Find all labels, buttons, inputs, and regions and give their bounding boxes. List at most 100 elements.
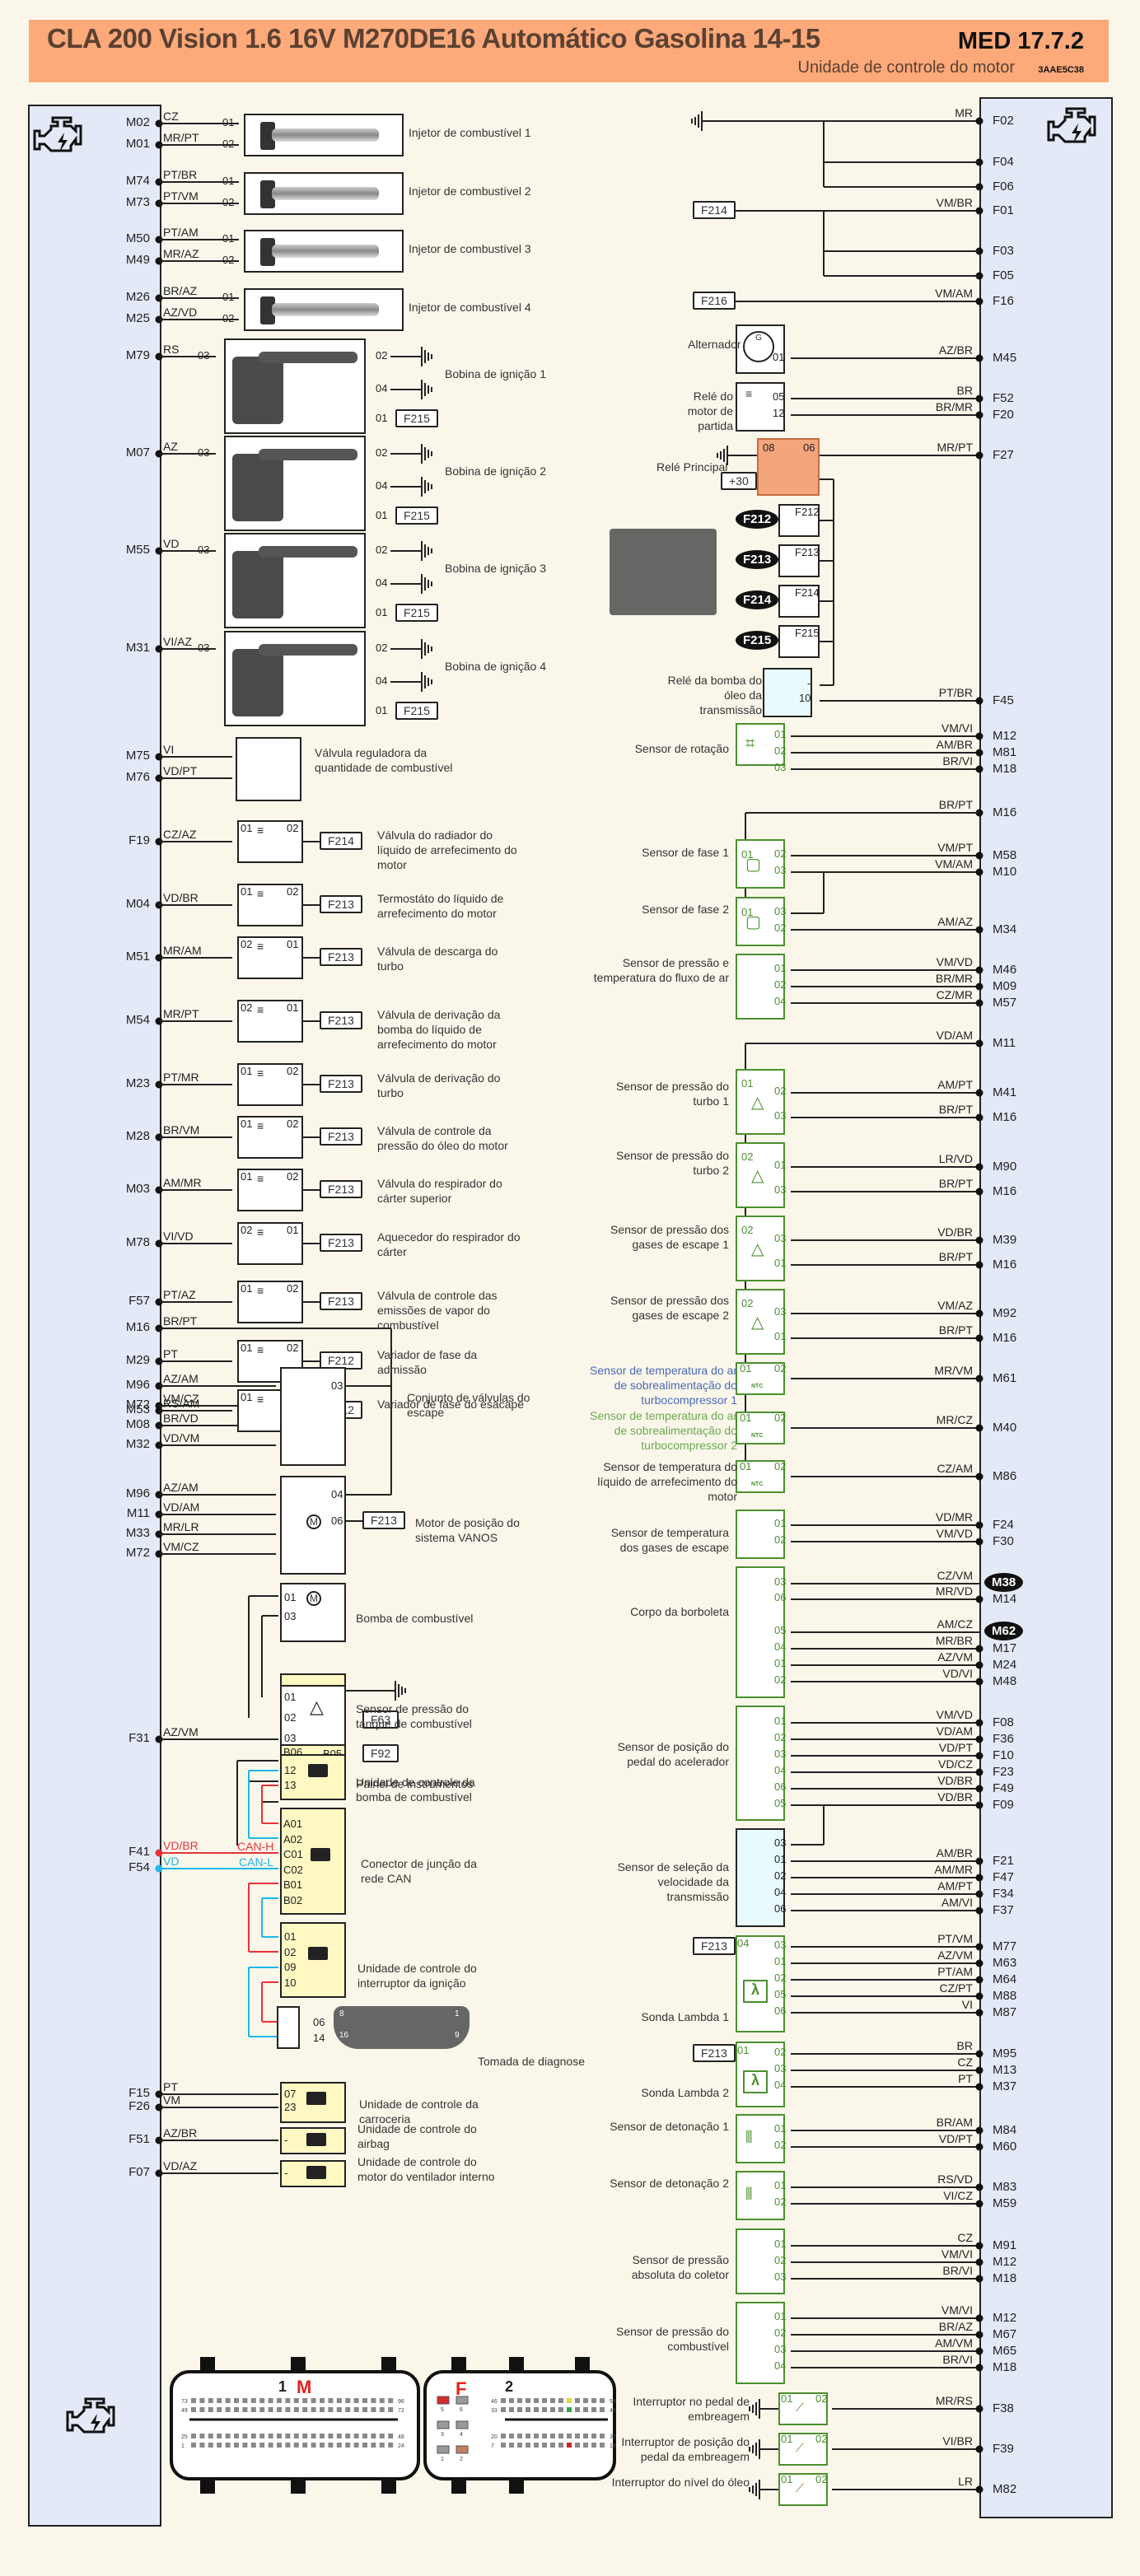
connector-pin (217, 2443, 222, 2448)
power-pin (456, 2396, 469, 2405)
solenoid-label: Válvula de derivação do turbo (377, 1071, 501, 1099)
ecu-pin-label: M64 (993, 1972, 1017, 1986)
wire-color-label: VI/VD (163, 1230, 194, 1243)
pin-number: 02 (287, 1342, 299, 1354)
ecu-pin-label: M23 (125, 1076, 150, 1090)
chip-icon (306, 2133, 326, 2146)
terminal-dot (975, 1959, 983, 1967)
fuse-tag: F92 (362, 1744, 399, 1762)
pin-number: 03 (774, 1109, 787, 1122)
connector-pin (311, 2398, 316, 2403)
connector-pin (250, 2398, 256, 2403)
wire-color-label: PT/AM (937, 1965, 973, 1978)
rpm-sensor-label: Sensor de rotação (634, 742, 729, 755)
pin-number: 03 (774, 1748, 787, 1760)
ecu-pin-label: F45 (993, 693, 1014, 707)
pin-number: 02 (774, 1673, 787, 1686)
pin-number: 03 (774, 2343, 787, 2355)
pin-number: 02 (241, 938, 253, 950)
wire-color-label: BR/PT (163, 1314, 198, 1328)
ecu-pin-label: M58 (993, 848, 1017, 862)
connector-pin (534, 2434, 539, 2438)
obd-pin-number: 9 (455, 2031, 460, 2040)
ecu-pin-label: M40 (993, 1421, 1017, 1435)
terminal-dot (975, 2347, 983, 2355)
pin-number: - (807, 677, 811, 689)
ecu-pin-label: F19 (128, 833, 150, 847)
wire-color-label: LR/VD (938, 1152, 973, 1165)
pin-number: 03 (774, 1232, 787, 1244)
wire-color-label: CZ (163, 110, 179, 123)
connector-pin (234, 2398, 239, 2403)
connector-pin (517, 2407, 522, 2412)
terminal-dot (975, 1374, 983, 1383)
wire-color-label: VD/BR (163, 1839, 199, 1852)
terminal-dot (975, 2009, 983, 2017)
terminal-dot (975, 1976, 983, 1984)
fuel-valve-label: Válvula reguladora da quantidade de comb… (315, 746, 453, 774)
pin-number: 02 (376, 446, 388, 459)
wire-color-label: BR/PT (938, 1250, 973, 1263)
gear-selector-label: Sensor de seleção da velocidade da trans… (617, 1860, 729, 1903)
connector-pin (328, 2398, 334, 2403)
connector-pin (583, 2398, 588, 2403)
fuse-oval: F215 (736, 631, 779, 650)
pin-number: 01 (222, 291, 235, 303)
wire-color-label: AZ/VM (937, 1650, 973, 1664)
ecu-pin-label: M16 (125, 1320, 150, 1334)
wire-color-label: MR/BR (935, 1634, 973, 1647)
pin-number: 02 (815, 2392, 828, 2405)
ecu-pin-label: M12 (993, 729, 1017, 743)
air-flow-sensor-label: Sensor de pressão e temperatura do fluxo… (593, 956, 729, 984)
map-sensor-label: Sensor de pressão absoluta do coletor (631, 2253, 729, 2281)
ecu-pin-label: M28 (125, 1129, 150, 1143)
wire-color-label: VD/VI (942, 1667, 973, 1680)
pin-row-label: 24 (398, 2443, 404, 2449)
pin-number: 05 (774, 1624, 787, 1636)
switch-box (778, 2473, 828, 2506)
connector-pin (293, 2434, 299, 2438)
connector-pin (285, 2434, 291, 2438)
pin-number: 03 (198, 349, 210, 362)
connector-pin (575, 2407, 580, 2412)
connector-pin (575, 2434, 580, 2438)
terminal-dot (975, 2126, 983, 2135)
connector-pin (277, 2443, 282, 2448)
injector-connector (260, 238, 275, 266)
ecu-pin-label: M04 (125, 897, 150, 911)
turbo-2-icon: △ (751, 1167, 764, 1185)
ground-icon (421, 672, 432, 692)
connector-pin (199, 2398, 205, 2403)
pin-number: 02 (241, 1001, 253, 1014)
pin-row-label: 5 (441, 2407, 444, 2413)
solenoid-label: Variador de fase do esacape (377, 1398, 524, 1411)
connector-pin (336, 2434, 342, 2438)
pin-number: 01 (284, 1591, 297, 1603)
connector-pin (575, 2398, 580, 2403)
terminal-dot (975, 1678, 983, 1686)
wire-color-label: PT/MR (163, 1071, 199, 1084)
pin-number: A01 (283, 1818, 303, 1830)
ecu-pin-label: M75 (125, 749, 150, 763)
solenoid-label: Válvula de controle das emissões de vapo… (377, 1289, 498, 1332)
ecu-pin-label: M25 (125, 311, 150, 325)
ecu-pin-label: M39 (993, 1233, 1017, 1247)
ecu-pin-label: F23 (993, 1765, 1014, 1779)
connector-pin (225, 2443, 231, 2448)
pin-number: 03 (198, 446, 210, 459)
tank-sensor-box (280, 1685, 346, 1746)
connector-pin (242, 2434, 248, 2438)
connector-pin (371, 2407, 376, 2412)
connector-pin (591, 2434, 596, 2438)
terminal-dot (975, 117, 983, 125)
connector-pin (550, 2398, 555, 2403)
fuse-tag: F215 (395, 506, 438, 525)
pin-number: 01 (241, 822, 253, 834)
page-subtitle: Unidade de controle do motor (797, 58, 1016, 77)
ecu-pin-label: M87 (993, 2005, 1017, 2019)
pin-row-label: 32 (610, 2434, 616, 2440)
ecu-pin-label: M37 (993, 2079, 1017, 2093)
pin-number: 03 (774, 864, 787, 876)
ecu-pin-label: F39 (993, 2442, 1014, 2456)
pin-number: 10 (284, 1976, 297, 1989)
